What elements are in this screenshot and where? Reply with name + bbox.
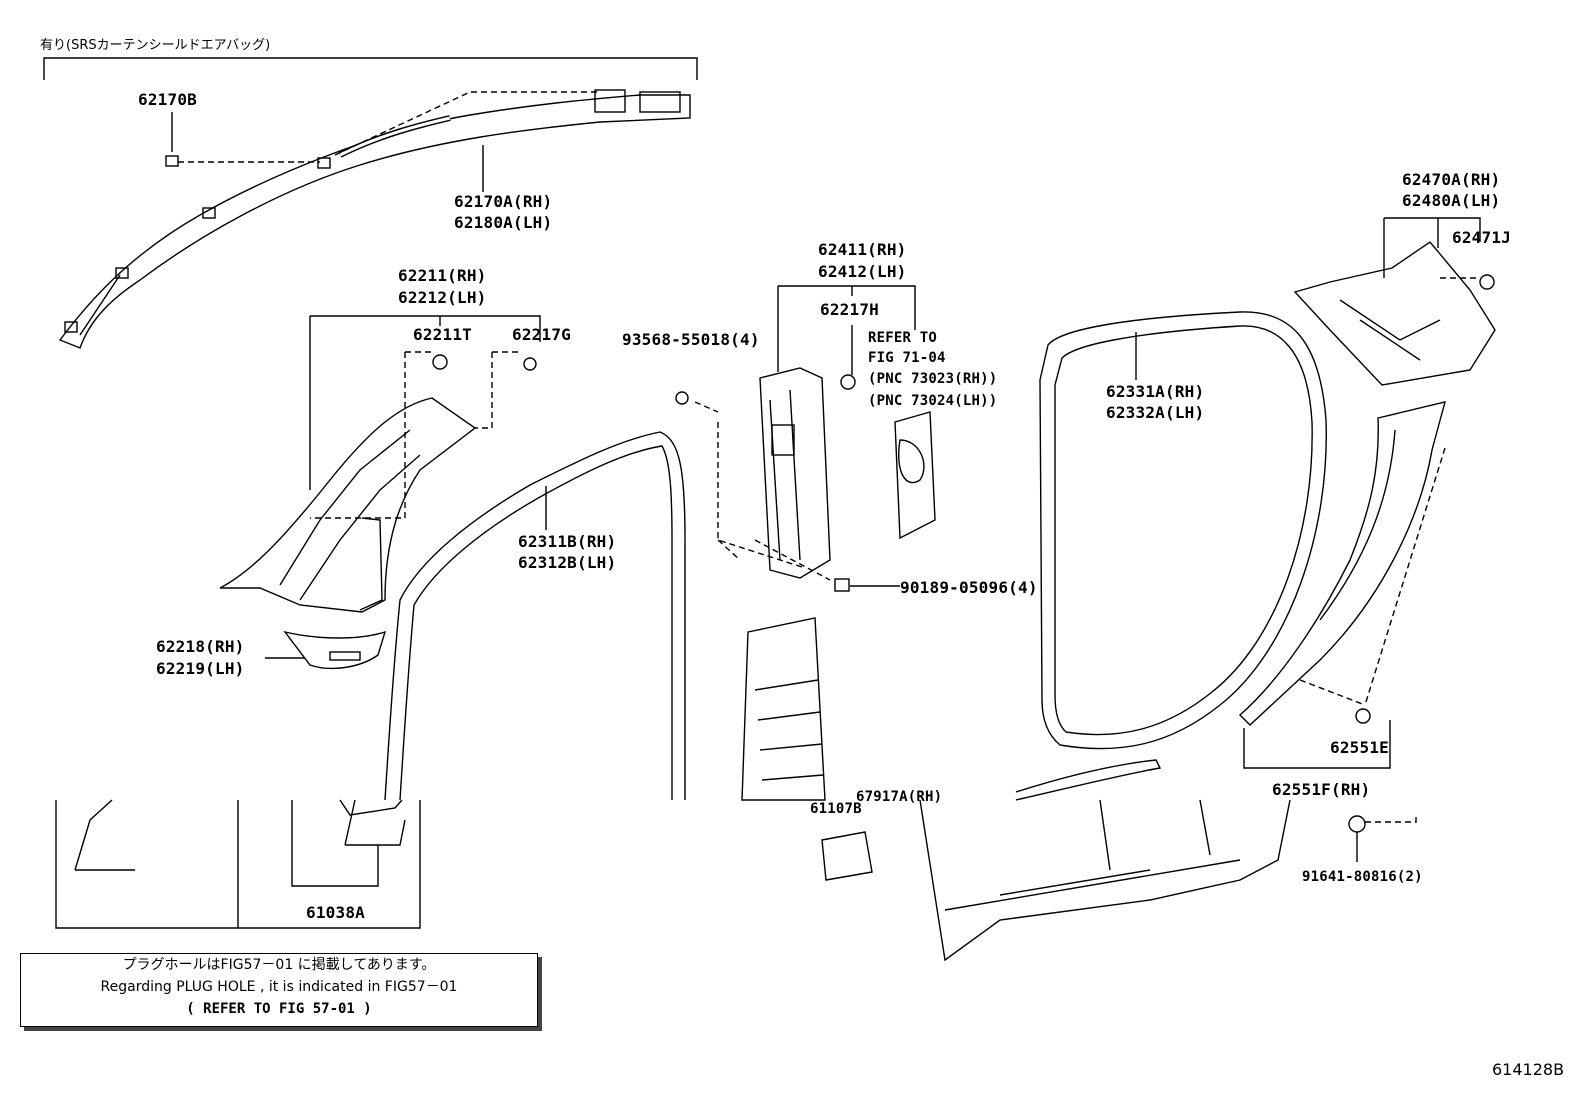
label-62411[interactable]: 62411(RH) <box>818 240 907 259</box>
quarter-pillar-garnish <box>1238 401 1446 726</box>
label-62180A[interactable]: 62180A(LH) <box>454 213 553 232</box>
label-91641[interactable]: 91641-80816(2) <box>1302 869 1423 885</box>
curtain-airbag <box>58 89 691 349</box>
label-61038A[interactable]: 61038A <box>306 903 365 922</box>
label-62470A[interactable]: 62470A(RH) <box>1402 170 1501 189</box>
seatbelt-part <box>894 411 936 540</box>
label-67917A[interactable]: 67917A(RH) <box>856 789 943 805</box>
label-62311B[interactable]: 62311B(RH) <box>518 532 617 551</box>
label-62211[interactable]: 62211(RH) <box>398 266 487 285</box>
label-62219[interactable]: 62219(LH) <box>156 659 245 678</box>
label-62217H[interactable]: 62217H <box>820 300 879 319</box>
label-62331A[interactable]: 62331A(RH) <box>1106 382 1205 401</box>
b-pillar-lower-garnish <box>741 617 826 801</box>
figure-code: 614128B <box>1492 1060 1565 1079</box>
label-62471J[interactable]: 62471J <box>1452 228 1511 247</box>
front-door-weatherstrip <box>339 431 686 816</box>
label-61107B[interactable]: 61107B <box>810 801 862 817</box>
refer-line-4: (PNC 73024(LH)) <box>868 393 998 409</box>
refer-line-2[interactable]: FIG 71-04 <box>868 350 946 366</box>
label-62212[interactable]: 62212(LH) <box>398 288 487 307</box>
label-62551E[interactable]: 62551E <box>1330 738 1389 757</box>
bracket-67917A <box>821 831 873 881</box>
note-refer-link[interactable]: ( REFER TO FIG 57-01 ) <box>186 1001 372 1017</box>
note-line-jp: プラグホールはFIG57－01 に掲載してあります。 <box>122 957 436 973</box>
refer-line-1: REFER TO <box>868 330 938 346</box>
label-62551F[interactable]: 62551F(RH) <box>1272 780 1371 799</box>
label-62412[interactable]: 62412(LH) <box>818 262 907 281</box>
plug-hole-note: プラグホールはFIG57－01 に掲載してあります。 Regarding PLU… <box>20 953 538 1027</box>
label-62218[interactable]: 62218(RH) <box>156 637 245 656</box>
a-pillar-garnish <box>219 397 477 613</box>
label-62211T[interactable]: 62211T <box>413 325 472 344</box>
header-note: 有り(SRSカーテンシールドエアバッグ) <box>40 38 271 53</box>
note-line-en: Regarding PLUG HOLE , it is indicated in… <box>100 979 458 995</box>
label-62480A[interactable]: 62480A(LH) <box>1402 191 1501 210</box>
refer-line-3: (PNC 73023(RH)) <box>868 371 998 387</box>
label-93568[interactable]: 93568-55018(4) <box>622 330 760 349</box>
label-90189[interactable]: 90189-05096(4) <box>900 578 1038 597</box>
label-62217G[interactable]: 62217G <box>512 325 571 344</box>
b-pillar-upper-garnish <box>759 367 831 579</box>
rocker-panel <box>919 759 1291 962</box>
label-62170A[interactable]: 62170A(RH) <box>454 192 553 211</box>
label-62170B[interactable]: 62170B <box>138 90 197 109</box>
rear-pillar-garnish <box>1293 241 1496 386</box>
label-62312B[interactable]: 62312B(LH) <box>518 553 617 572</box>
label-62332A[interactable]: 62332A(LH) <box>1106 403 1205 422</box>
header-bracket <box>43 57 698 80</box>
a-pillar-lower-cap <box>283 630 387 670</box>
rear-door-weatherstrip <box>1039 311 1327 750</box>
